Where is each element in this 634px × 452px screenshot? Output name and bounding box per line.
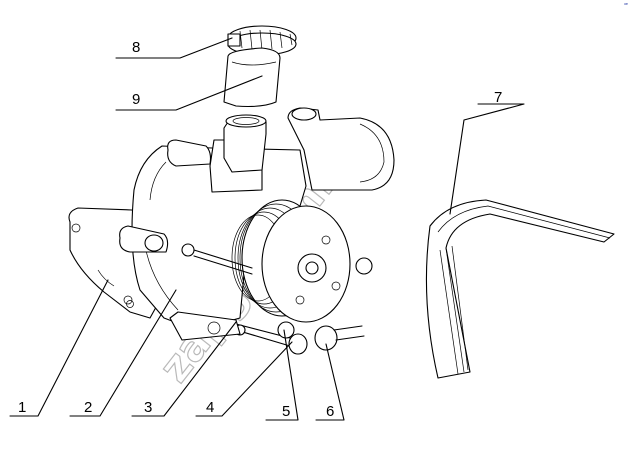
hose — [223, 47, 281, 108]
callout-5: 5 — [282, 403, 290, 420]
long-bolt — [181, 243, 373, 275]
inlet-elbow — [287, 107, 395, 191]
callout-4: 4 — [206, 399, 214, 416]
callout-1: 1 — [18, 399, 26, 416]
bolt-set — [169, 311, 365, 355]
poly-v-belt — [425, 199, 615, 379]
outlet-fitting — [209, 114, 267, 193]
pulley — [231, 199, 351, 323]
callout-8: 8 — [132, 39, 140, 56]
callout-3: 3 — [144, 399, 152, 416]
callout-7: 7 — [494, 89, 502, 106]
callout-6: 6 — [326, 403, 334, 420]
callout-9: 9 — [132, 91, 140, 108]
callout-2: 2 — [84, 399, 92, 416]
leader-lines — [9, 37, 525, 421]
corner-mark: ꟹ — [624, 2, 628, 9]
